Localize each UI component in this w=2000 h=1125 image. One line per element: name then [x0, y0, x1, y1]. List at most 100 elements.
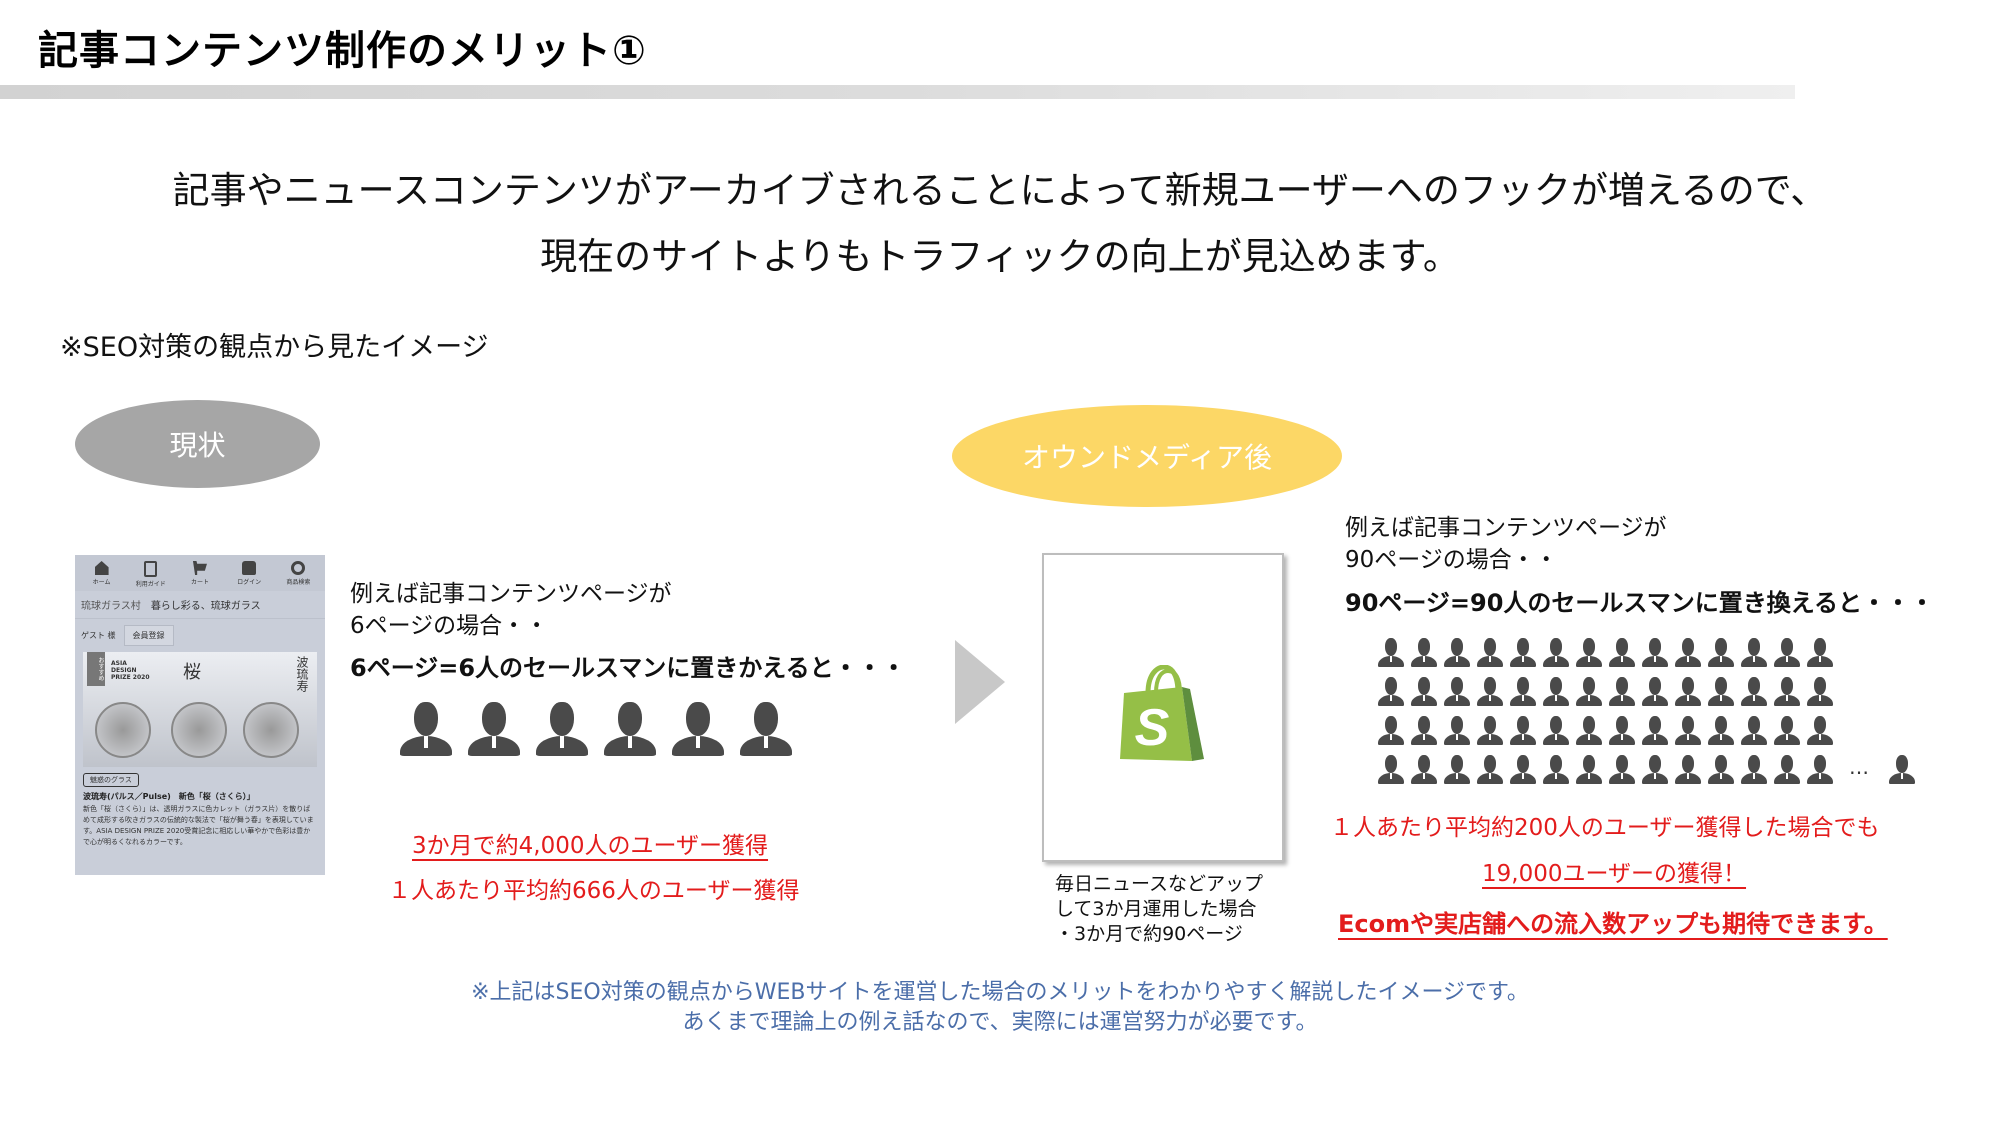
- salesman-icon: [1740, 716, 1768, 746]
- phone-nav-bar: ホーム 利用ガイド カート ログイン 商品検索: [75, 555, 325, 591]
- salesman-icon: [1608, 716, 1636, 746]
- site-box-caption: 毎日ニュースなどアップ して3か月運用した場合 ・3か月で約90ページ: [1055, 872, 1263, 947]
- salesman-icon: [1410, 755, 1438, 785]
- current-result-2: １人あたり平均約666人のユーザー獲得: [388, 878, 800, 904]
- salesman-icon: [1377, 677, 1405, 707]
- glass-image: [243, 702, 299, 758]
- lead-line-2: 現在のサイトよりもトラフィックの向上が見込めます。: [540, 235, 1460, 278]
- footer-note-line-1: ※上記はSEO対策の観点からWEBサイトを運営した場合のメリットをわかりやすく解…: [471, 980, 1529, 1005]
- salesman-icon: [1608, 755, 1636, 785]
- salesman-icon: [1509, 677, 1537, 707]
- current-result-1: 3か月で約4,000人のユーザー獲得: [412, 833, 769, 859]
- salesman-icon: [1377, 755, 1405, 785]
- phone-nav-label: ホーム: [92, 579, 111, 586]
- home-icon: [94, 561, 109, 575]
- glass-image: [95, 702, 151, 758]
- salesman-icon: [1707, 755, 1735, 785]
- after-result-3: Ecomや実店舗への流入数アップも期待できます。: [1338, 910, 1888, 938]
- salesman-icon: [1509, 716, 1537, 746]
- salesman-icons-6: [398, 702, 794, 758]
- salesman-icon: [1575, 716, 1603, 746]
- current-text-bold: 6ページ=6人のセールスマンに置きかえると・・・: [350, 654, 906, 682]
- salesman-row: [1377, 716, 1916, 746]
- phone-nav-label: ログイン: [237, 579, 262, 586]
- salesman-icon: [1575, 677, 1603, 707]
- footer-note-line-2: あくまで理論上の例え話なので、実際には運営努力が必要です。: [682, 1010, 1318, 1035]
- after-text-line-2: 90ページの場合・・: [1345, 547, 1558, 573]
- salesman-icon: [1476, 638, 1504, 668]
- title-divider-bar: [0, 85, 1795, 99]
- salesman-icon: [1542, 638, 1570, 668]
- lock-icon: [242, 561, 257, 575]
- salesman-icon: [1674, 716, 1702, 746]
- salesman-icon: [1443, 755, 1471, 785]
- current-text-line-2: 6ページの場合・・: [350, 613, 549, 639]
- salesman-icon: [1740, 677, 1768, 707]
- phone-product-desc: 新色「桜（さくら）」は、透明ガラスに色カレット（ガラス片）を散りばめて成形する吹…: [83, 805, 314, 846]
- salesman-icon: [1773, 755, 1801, 785]
- transition-arrow-icon: [955, 640, 1005, 724]
- after-state-label: オウンドメディア後: [1021, 441, 1273, 474]
- salesman-icon: [602, 702, 658, 758]
- salesman-row: [1377, 677, 1916, 707]
- phone-nav-guide: 利用ガイド: [127, 561, 175, 588]
- salesman-icon: [1806, 638, 1834, 668]
- salesman-icon: [1806, 755, 1834, 785]
- salesman-icon: [1443, 677, 1471, 707]
- salesman-icon: [1377, 638, 1405, 668]
- salesman-icon: [1740, 755, 1768, 785]
- salesman-icon: [1410, 716, 1438, 746]
- phone-user-row: ゲスト 様 会員登録: [75, 619, 325, 652]
- salesman-icon: [1410, 638, 1438, 668]
- current-text-line-1: 例えば記事コンテンツページが: [350, 581, 672, 607]
- phone-nav-label: カート: [190, 579, 209, 586]
- salesman-icon: [1608, 677, 1636, 707]
- salesman-icon: [1641, 677, 1669, 707]
- shopify-bag-icon: S: [1120, 665, 1204, 761]
- salesman-icon: [1641, 638, 1669, 668]
- phone-register-button: 会員登録: [123, 625, 174, 646]
- salesman-icon: [1707, 677, 1735, 707]
- page-title: 記事コンテンツ制作のメリット①: [38, 28, 647, 74]
- lead-line-1: 記事やニュースコンテンツがアーカイブされることによって新規ユーザーへのフックが増…: [172, 169, 1828, 212]
- phone-guest: ゲスト 様: [81, 631, 116, 640]
- salesman-icon: [1443, 716, 1471, 746]
- after-text-line-1: 例えば記事コンテンツページが: [1345, 515, 1667, 541]
- salesman-row: [1377, 638, 1916, 668]
- phone-brand-row: 琉球ガラス村 暮らし彩る、琉球ガラス: [75, 591, 325, 619]
- salesman-icon: [738, 702, 794, 758]
- salesman-icon: [1806, 677, 1834, 707]
- salesman-icon: [1542, 677, 1570, 707]
- cart-icon: [192, 561, 207, 575]
- current-site-screenshot: ホーム 利用ガイド カート ログイン 商品検索 琉球ガラス村 暮らし彩る、琉球ガ…: [75, 555, 325, 875]
- phone-nav-label: 商品検索: [286, 579, 311, 586]
- banner-award: ASIA DESIGN PRIZE 2020: [111, 660, 150, 681]
- after-text-bold: 90ページ=90人のセールスマンに置き換えると・・・: [1345, 589, 1934, 617]
- salesman-icon: [1377, 716, 1405, 746]
- salesman-icon: [1509, 755, 1537, 785]
- salesman-icon: [670, 702, 726, 758]
- salesman-icon: [398, 702, 454, 758]
- salesman-icon: [1443, 638, 1471, 668]
- svg-text:S: S: [1135, 699, 1170, 757]
- salesman-icon: [1674, 638, 1702, 668]
- salesman-icon: [1707, 716, 1735, 746]
- salesman-icon: [1542, 755, 1570, 785]
- salesman-icon: [1476, 755, 1504, 785]
- caption-line-2: して3か月運用した場合: [1055, 898, 1257, 920]
- salesman-icon: [1773, 677, 1801, 707]
- banner-ribbon: おすすめ: [87, 652, 105, 686]
- banner-kanji: 桜: [183, 662, 201, 683]
- after-result-1: １人あたり平均約200人のユーザー獲得した場合でも: [1330, 815, 1880, 841]
- phone-tagline: 暮らし彩る、琉球ガラス: [150, 601, 261, 612]
- salesman-icons-90: …: [1377, 638, 1916, 794]
- salesman-icon: [1773, 638, 1801, 668]
- phone-banner: おすすめ ASIA DESIGN PRIZE 2020 桜 波琉寿: [83, 652, 317, 767]
- current-state-badge: 現状: [75, 400, 320, 488]
- salesman-icon: [1542, 716, 1570, 746]
- search-icon: [291, 561, 306, 575]
- caption-line-1: 毎日ニュースなどアップ: [1055, 873, 1264, 895]
- salesman-icon: [1608, 638, 1636, 668]
- salesman-icon: [1641, 755, 1669, 785]
- after-result-2: 19,000ユーザーの獲得！: [1482, 861, 1747, 887]
